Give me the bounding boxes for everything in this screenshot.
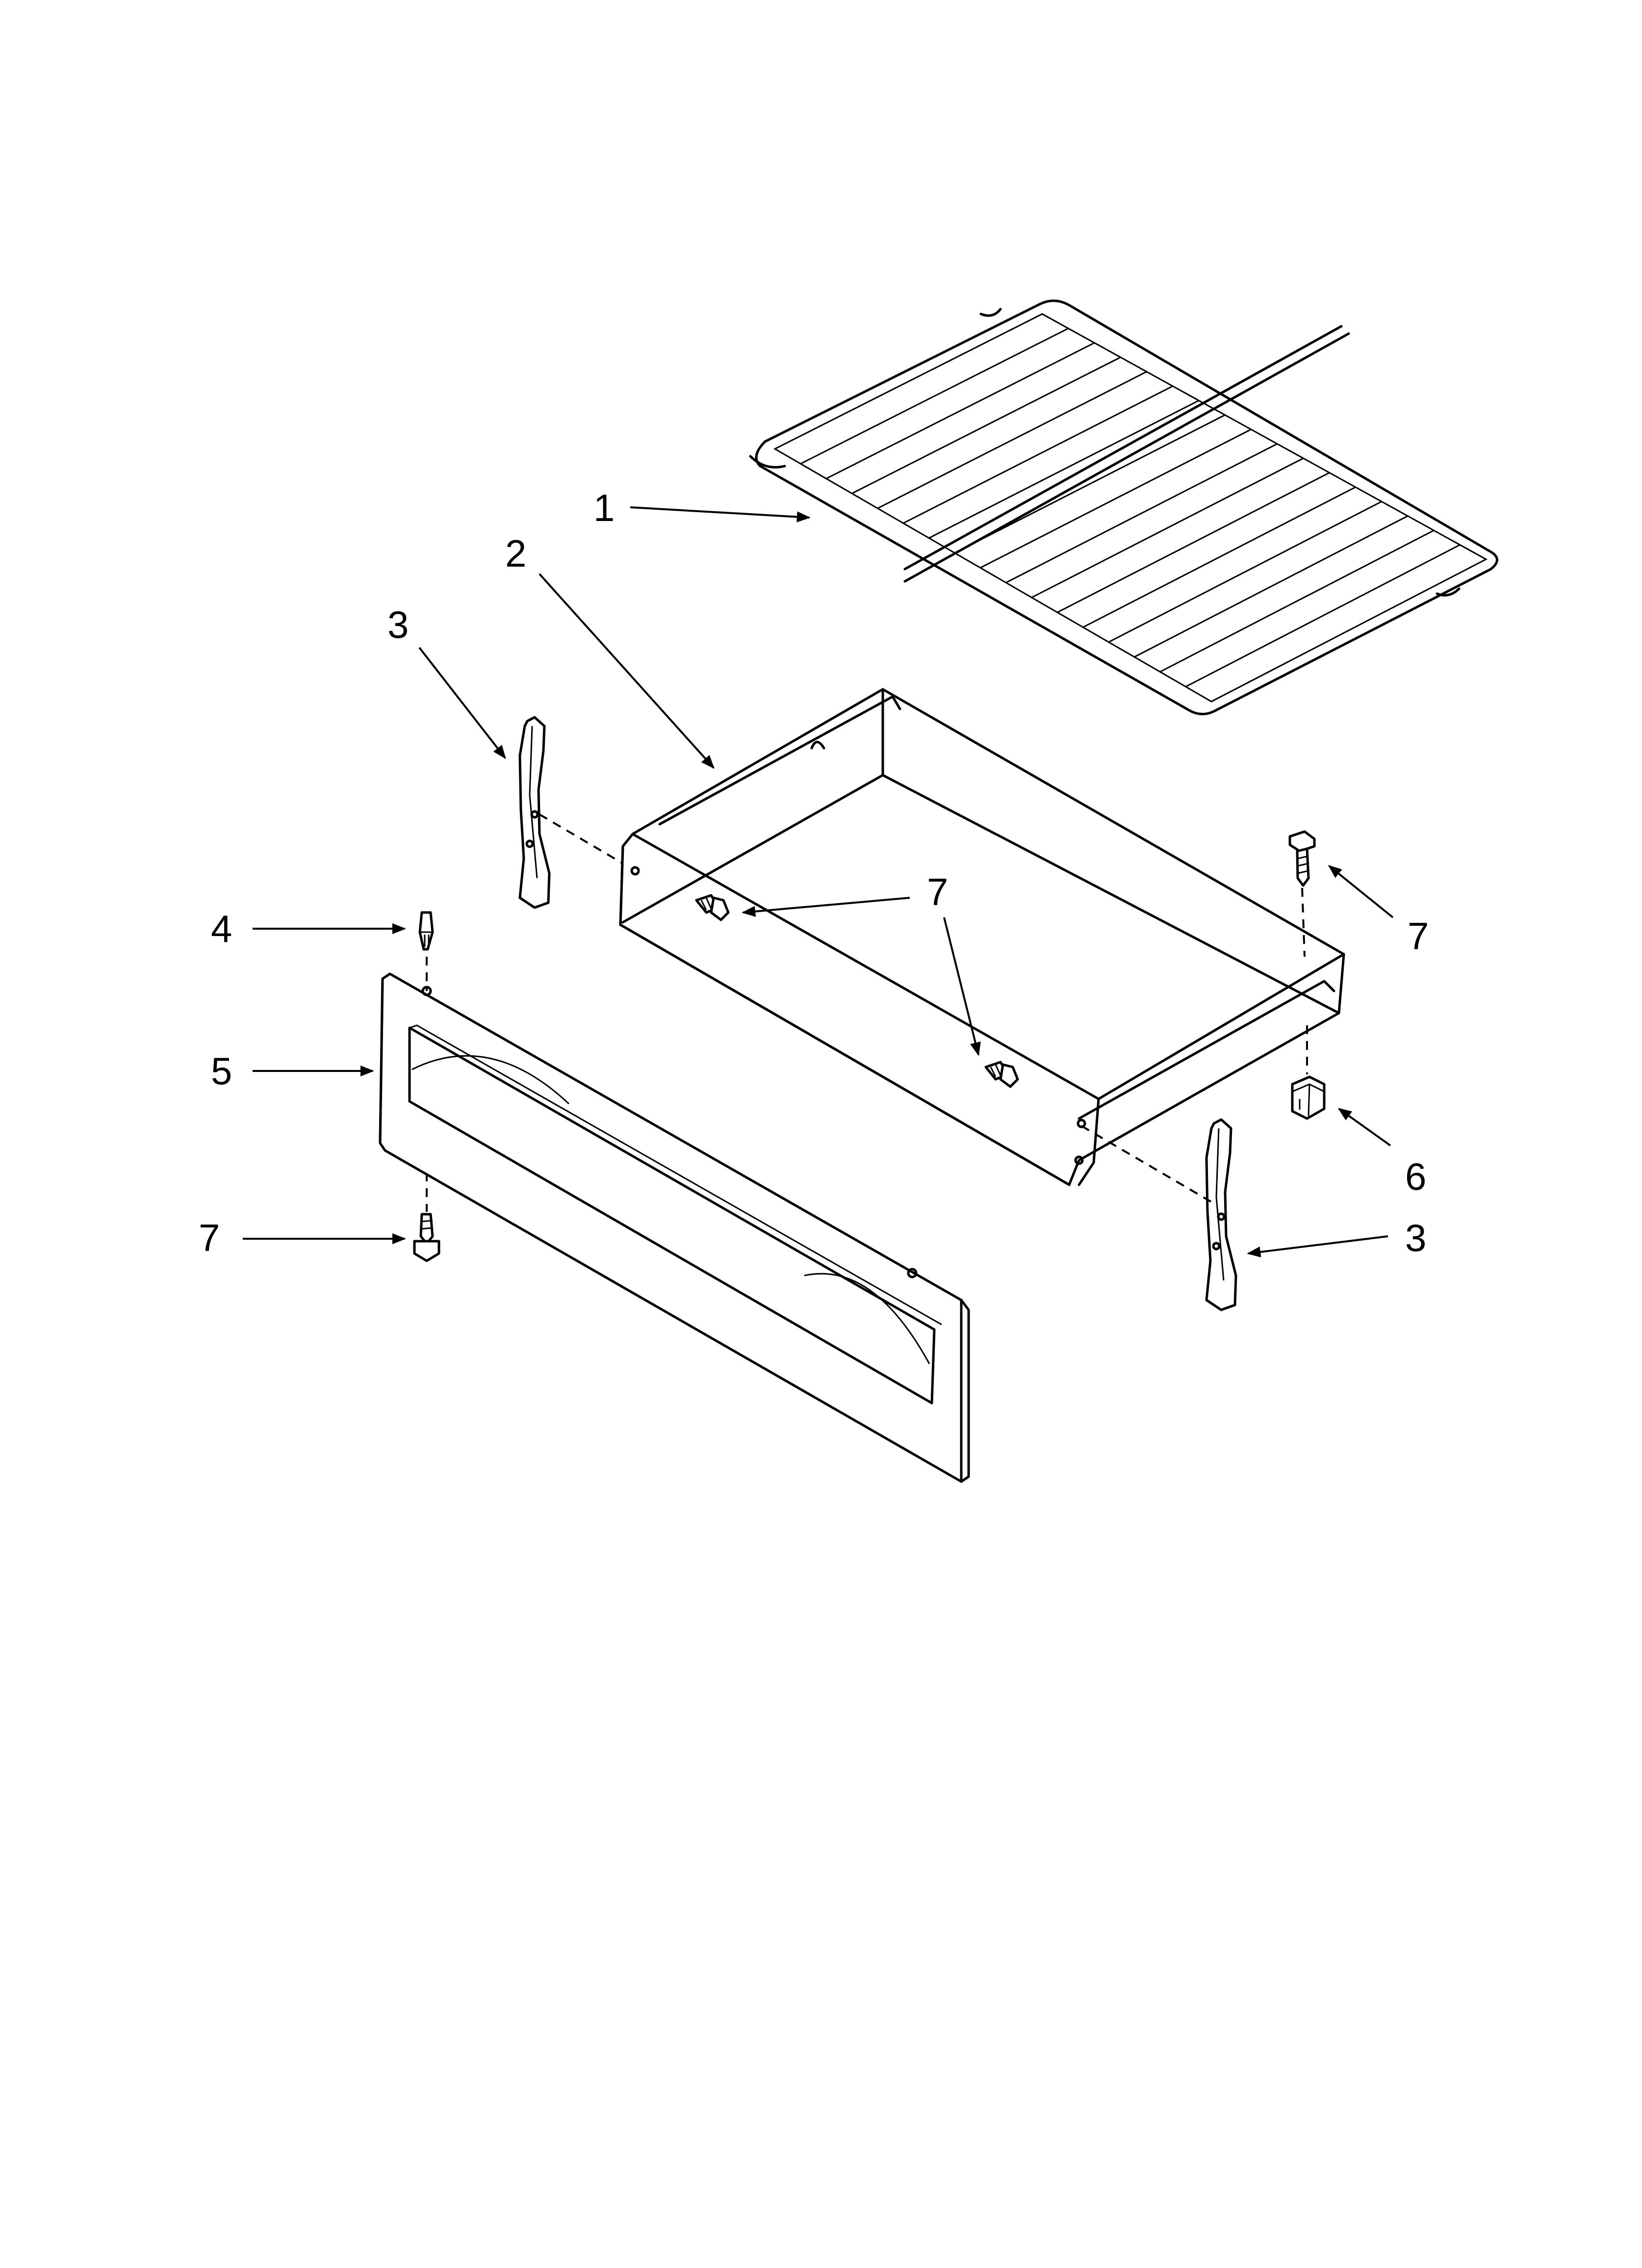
rack-wire [1082,486,1356,628]
leader-1 [630,506,811,522]
rack-wire [851,356,1121,495]
drawer-panel [379,972,970,1483]
stud [418,911,434,951]
screw-top-right [1288,830,1316,887]
side-rail-right [1205,1118,1237,1311]
rack-wire [954,414,1226,554]
leader-7a2 [943,917,981,1056]
rack-wire [877,371,1147,509]
screw-bottom-left [413,1213,440,1262]
callout-5-label: 5 [211,1049,232,1093]
callout-3-label-right: 3 [1405,1216,1426,1259]
leader-7b [1328,865,1394,918]
rack-wire [1057,472,1330,613]
rack-wire [980,428,1252,569]
rack-wire [826,342,1095,479]
rack-wire [928,400,1200,539]
callout-7-label-center: 7 [927,870,948,913]
callout-3-label: 3 [387,603,409,646]
screw-right-box [984,1061,1019,1088]
callout-1-label: 1 [593,486,615,529]
callout-6-label: 6 [1405,1155,1426,1198]
rack-wire [1031,457,1304,599]
leader-2 [539,573,715,769]
drawer-clip [1291,1075,1326,1120]
attach-line-right [1080,1125,1212,1203]
callout-7-label-bottom: 7 [199,1216,220,1259]
oven-rack [749,299,1498,715]
rack-wire [800,328,1069,465]
attach-line-left [539,813,624,864]
rack-wire [1005,443,1278,583]
rack-wire [1185,544,1461,688]
leader-6 [1337,1108,1391,1147]
rack-wire [1159,529,1435,673]
screw-left-box [695,894,730,921]
leader-7a [742,897,910,917]
callout-7-label-right: 7 [1408,914,1429,958]
side-rail-left [518,716,551,909]
leader-lines [243,506,1394,1258]
callout-2-label: 2 [505,532,526,575]
rack-wire [1134,515,1408,658]
rack-wire [903,385,1173,524]
drawer-box [619,688,1345,1186]
leader-3a [418,647,506,759]
leader-3b [1247,1235,1388,1258]
attach-line-screw-right [1301,887,1306,957]
rack-wire [1108,501,1382,643]
callout-4-label: 4 [211,907,232,950]
